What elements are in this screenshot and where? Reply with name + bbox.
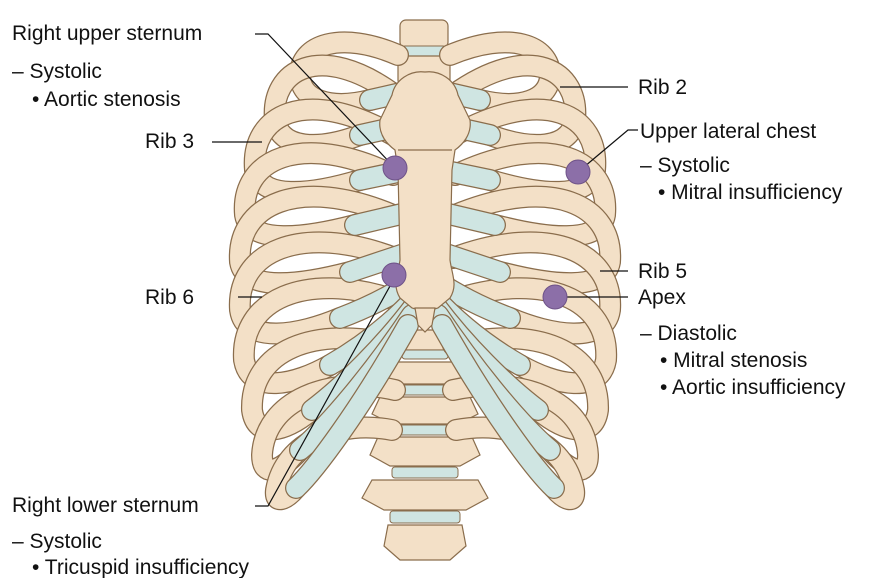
label-upper-lateral-chest: Upper lateral chest – Systolic • Mitral …	[640, 120, 843, 204]
intervertebral-disc	[392, 467, 458, 478]
auscultation-point-right-lower-sternum	[382, 263, 406, 287]
label-condition: • Mitral insufficiency	[658, 181, 843, 204]
label-right-upper-sternum: Right upper sternum – Systolic • Aortic …	[12, 22, 202, 111]
auscultation-point-upper-lateral-chest	[566, 160, 590, 184]
label-apex: Apex – Diastolic • Mitral stenosis • Aor…	[638, 286, 846, 399]
vertebra	[362, 480, 488, 510]
vertebra	[400, 20, 448, 48]
label-rib-3: Rib 3	[145, 130, 194, 153]
auscultation-point-right-upper-sternum	[383, 156, 407, 180]
label-condition: • Aortic insufficiency	[660, 376, 846, 399]
label-rib-6: Rib 6	[145, 286, 194, 309]
label-rib-2: Rib 2	[638, 76, 687, 99]
label-title: Apex	[638, 286, 686, 309]
vertebra	[384, 525, 466, 560]
auscultation-point-apex	[543, 285, 567, 309]
intervertebral-disc	[390, 511, 460, 523]
vertebra	[370, 437, 480, 466]
label-phase: – Systolic	[640, 154, 730, 177]
label-phase: – Systolic	[12, 60, 102, 83]
label-phase: – Diastolic	[640, 322, 737, 345]
intervertebral-disc	[402, 350, 448, 359]
label-title: Upper lateral chest	[640, 120, 816, 143]
label-condition: • Aortic stenosis	[32, 88, 181, 111]
label-condition: • Mitral stenosis	[660, 349, 807, 372]
label-rib-5: Rib 5	[638, 260, 687, 283]
label-title: Right upper sternum	[12, 22, 202, 45]
label-title: Right lower sternum	[12, 494, 199, 517]
label-phase: – Systolic	[12, 530, 102, 553]
label-right-lower-sternum: Right lower sternum – Systolic • Tricusp…	[12, 494, 250, 578]
label-condition: • Tricuspid insufficiency	[32, 556, 250, 578]
